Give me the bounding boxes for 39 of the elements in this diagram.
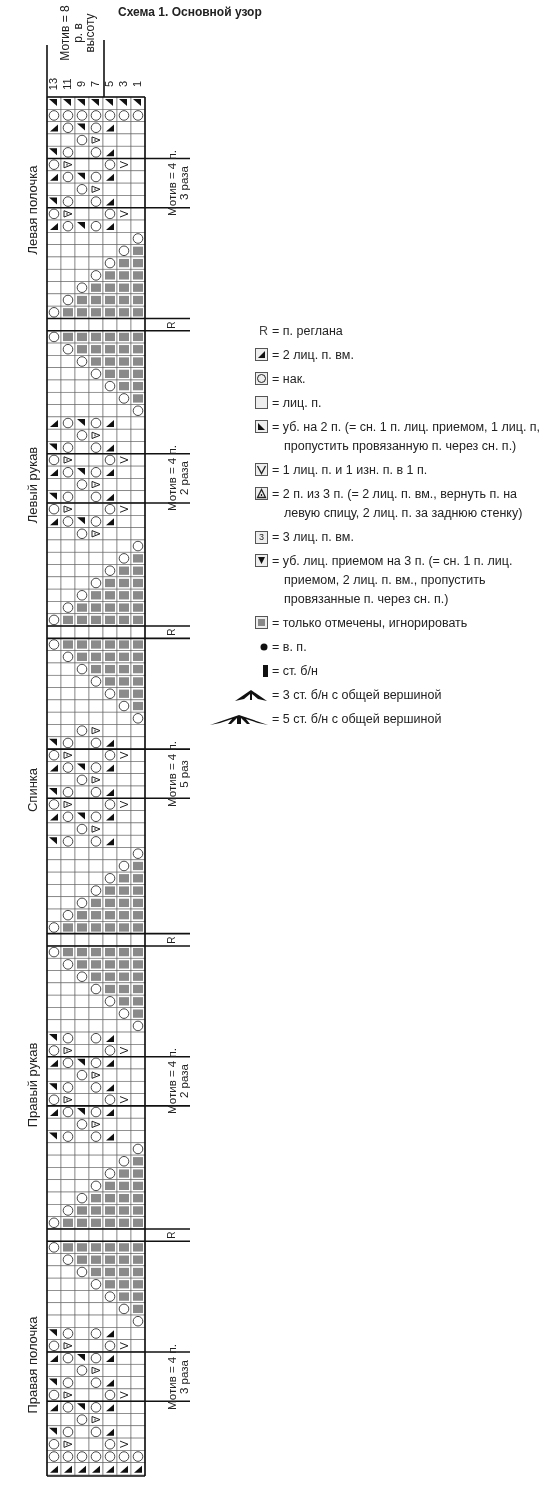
repeat-note: Мотив = 4 п. 3 раза — [165, 149, 191, 218]
legend-text: = в. п. — [272, 639, 308, 656]
section-title: Правый рукав — [26, 1041, 40, 1130]
raglan-mark: R — [258, 324, 268, 338]
legend-text: = нак. — [272, 371, 307, 388]
legend-text: = 3 лиц. п. вм. — [272, 529, 355, 546]
section-title: Левая полочка — [26, 164, 40, 257]
section-title: Левый рукав — [26, 445, 40, 526]
repeat-note: Мотив = 4 п. 5 раз — [165, 739, 191, 809]
row-number: 3 — [118, 79, 130, 90]
legend-text: = только отмечены, игнорировать — [272, 615, 469, 632]
row-number: 5 — [104, 79, 116, 90]
legend-text: = уб. лиц. приемом на 3 п. (= сн. 1 п. лиц. приемом, 2 лиц. п. вм., пропустить провязанные п. через сн. п.) — [272, 553, 514, 608]
row-number: 7 — [90, 79, 102, 90]
legend-text: = 1 лиц. п. и 1 изн. п. в 1 п. — [272, 462, 429, 479]
raglan-mark: R — [166, 935, 178, 946]
row-number: 9 — [76, 79, 88, 90]
repeat-note: Мотив = 4 п. 2 раза — [165, 444, 191, 514]
row-number: 13 — [48, 76, 60, 93]
repeat-note: Мотив = 4 п. 2 раза — [165, 1047, 191, 1117]
raglan-mark: R — [166, 320, 178, 331]
repeat-note: Мотив = 4 п. 3 раза — [165, 1342, 191, 1412]
section-title: Правая полочка — [26, 1315, 40, 1416]
chart-title: Схема 1. Основной узор — [118, 5, 262, 19]
symbol-sample: 3 — [255, 530, 268, 544]
row-number: 1 — [132, 79, 144, 90]
repeat-note: Мотив = 8 р. в высоту — [59, 4, 97, 62]
legend-text: = 2 п. из 3 п. (= 2 лиц. п. вм., вернуть п. на левую спицу, 2 лиц. п. за заднюю стенку) — [272, 486, 524, 522]
legend-text: = 2 лиц. п. вм. — [272, 347, 355, 364]
legend-text: = лиц. п. — [272, 395, 323, 412]
legend-text: = 5 ст. б/н с общей вершиной — [272, 711, 443, 728]
row-number: 11 — [62, 77, 74, 92]
section-title: Спинка — [26, 766, 40, 815]
raglan-mark: R — [166, 627, 178, 638]
raglan-mark: R — [166, 1230, 178, 1241]
legend-text: = п. реглана — [272, 323, 344, 340]
legend-text: = 3 ст. б/н с общей вершиной — [272, 687, 443, 704]
legend-text: = уб. на 2 п. (= сн. 1 п. лиц. приемом, 1 лиц. п, пропустить провязанную п. через сн. п.) — [272, 419, 542, 455]
legend-text: = ст. б/н — [272, 663, 319, 680]
